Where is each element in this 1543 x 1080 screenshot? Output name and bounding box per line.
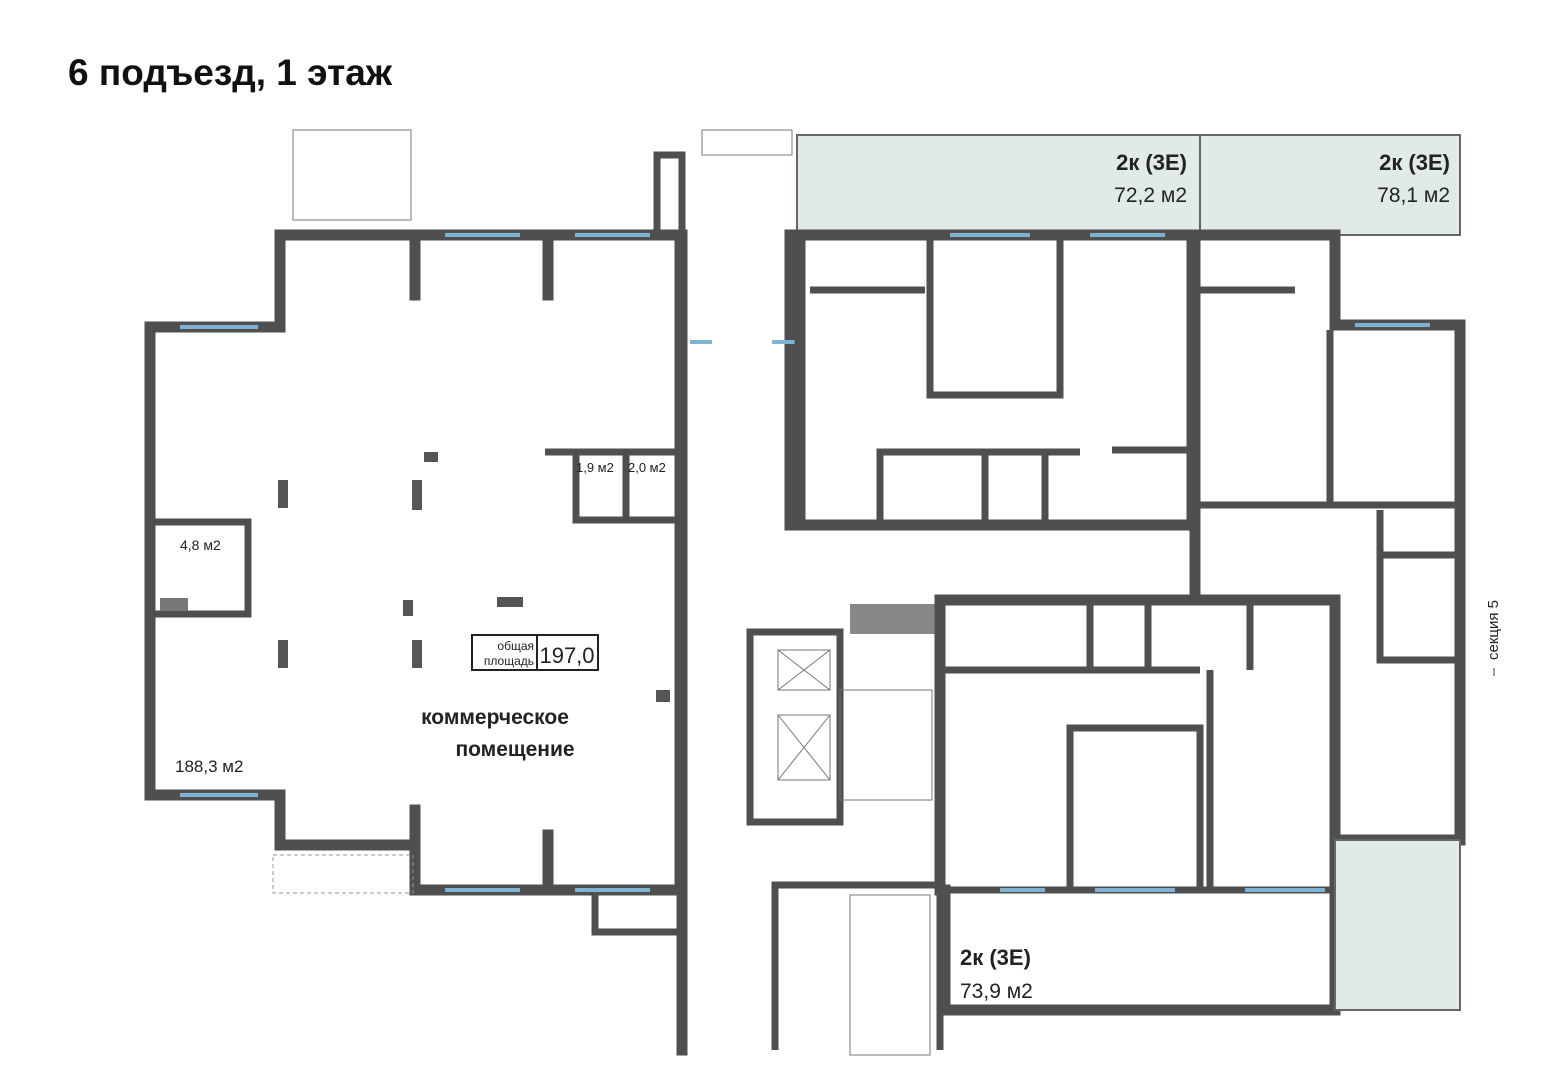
total-label-line2: площадь — [484, 654, 534, 668]
total-area-box: общая площадь 197,0 — [471, 634, 599, 671]
commercial-main-area: 188,3 м2 — [175, 757, 243, 776]
commercial-name-line1: коммерческое — [421, 706, 569, 729]
wc2-area: 1,9 м2 — [576, 460, 614, 475]
wc3-area: 2,0 м2 — [628, 460, 666, 475]
commercial-space[interactable] — [144, 129, 686, 896]
section-label: секция 5 — [1485, 600, 1502, 660]
core — [591, 129, 944, 1056]
apartment-type-label: 2к (3Е) — [960, 945, 1031, 970]
apartment-type-label: 2к (3Е) — [1379, 150, 1450, 175]
apartment-73-9[interactable] — [934, 594, 1461, 1016]
page-title: 6 подъезд, 1 этаж — [68, 52, 393, 93]
total-label-line1: общая — [497, 639, 534, 653]
wc-area: 4,8 м2 — [180, 537, 221, 553]
apartment-area-label: 72,2 м2 — [1114, 184, 1187, 207]
commercial-name-line2: помещение — [455, 738, 574, 761]
apartment-78-1[interactable] — [1189, 134, 1466, 846]
total-value: 197,0 — [539, 643, 594, 668]
apartment-area-label: 73,9 м2 — [960, 980, 1033, 1003]
apartment-area-label: 78,1 м2 — [1377, 184, 1450, 207]
apartment-type-label: 2к (3Е) — [1116, 150, 1187, 175]
